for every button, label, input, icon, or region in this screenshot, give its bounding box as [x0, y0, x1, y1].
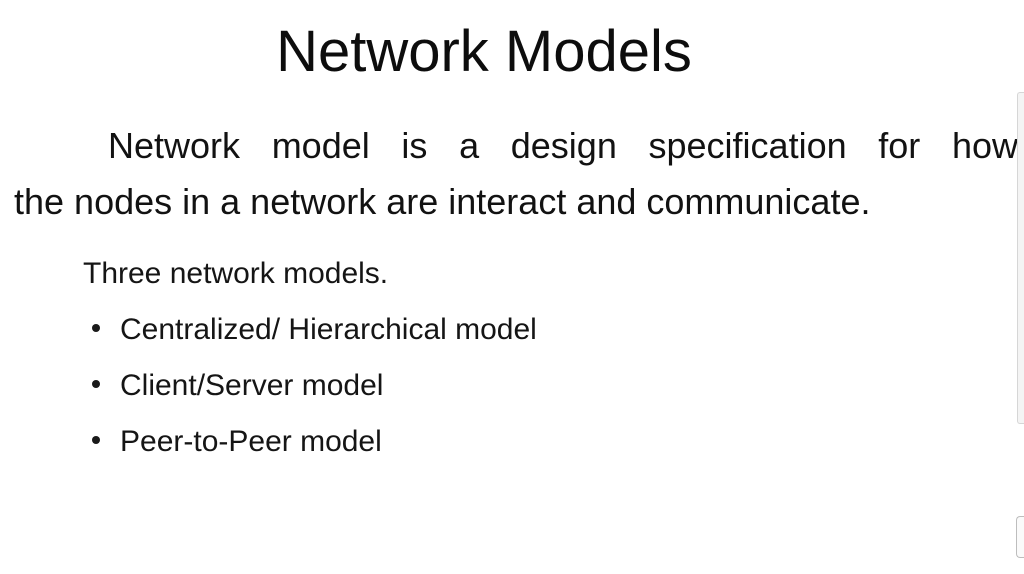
slide-title: Network Models	[276, 19, 692, 84]
intro-word: model	[271, 125, 370, 166]
intro-line-2: the nodes in a network are interact and …	[14, 181, 871, 222]
bullet-dot-icon	[92, 380, 100, 389]
list-item: Client/Server model	[92, 364, 537, 420]
intro-word: a	[459, 125, 480, 166]
bullet-dot-icon	[92, 436, 100, 445]
intro-word: is	[401, 125, 428, 166]
subheading: Three network models.	[83, 257, 389, 290]
bullet-dot-icon	[92, 324, 100, 333]
list-item-text: Peer-to-Peer model	[120, 425, 382, 458]
corner-tab[interactable]	[1016, 516, 1024, 558]
list-item: Centralized/ Hierarchical model	[92, 308, 537, 364]
list-item-text: Centralized/ Hierarchical model	[120, 313, 537, 346]
intro-word: design	[510, 125, 617, 166]
list-item-text: Client/Server model	[120, 369, 384, 402]
list-item: Peer-to-Peer model	[92, 420, 537, 476]
bullet-list: Centralized/ Hierarchical model Client/S…	[92, 308, 537, 476]
intro-word: Network	[108, 125, 241, 166]
intro-word: how	[951, 125, 1018, 166]
intro-word: specification	[648, 125, 847, 166]
scrollbar[interactable]	[1017, 92, 1024, 424]
intro-line-1: Network model is a design specification …	[14, 120, 1018, 172]
intro-word: for	[878, 125, 921, 166]
